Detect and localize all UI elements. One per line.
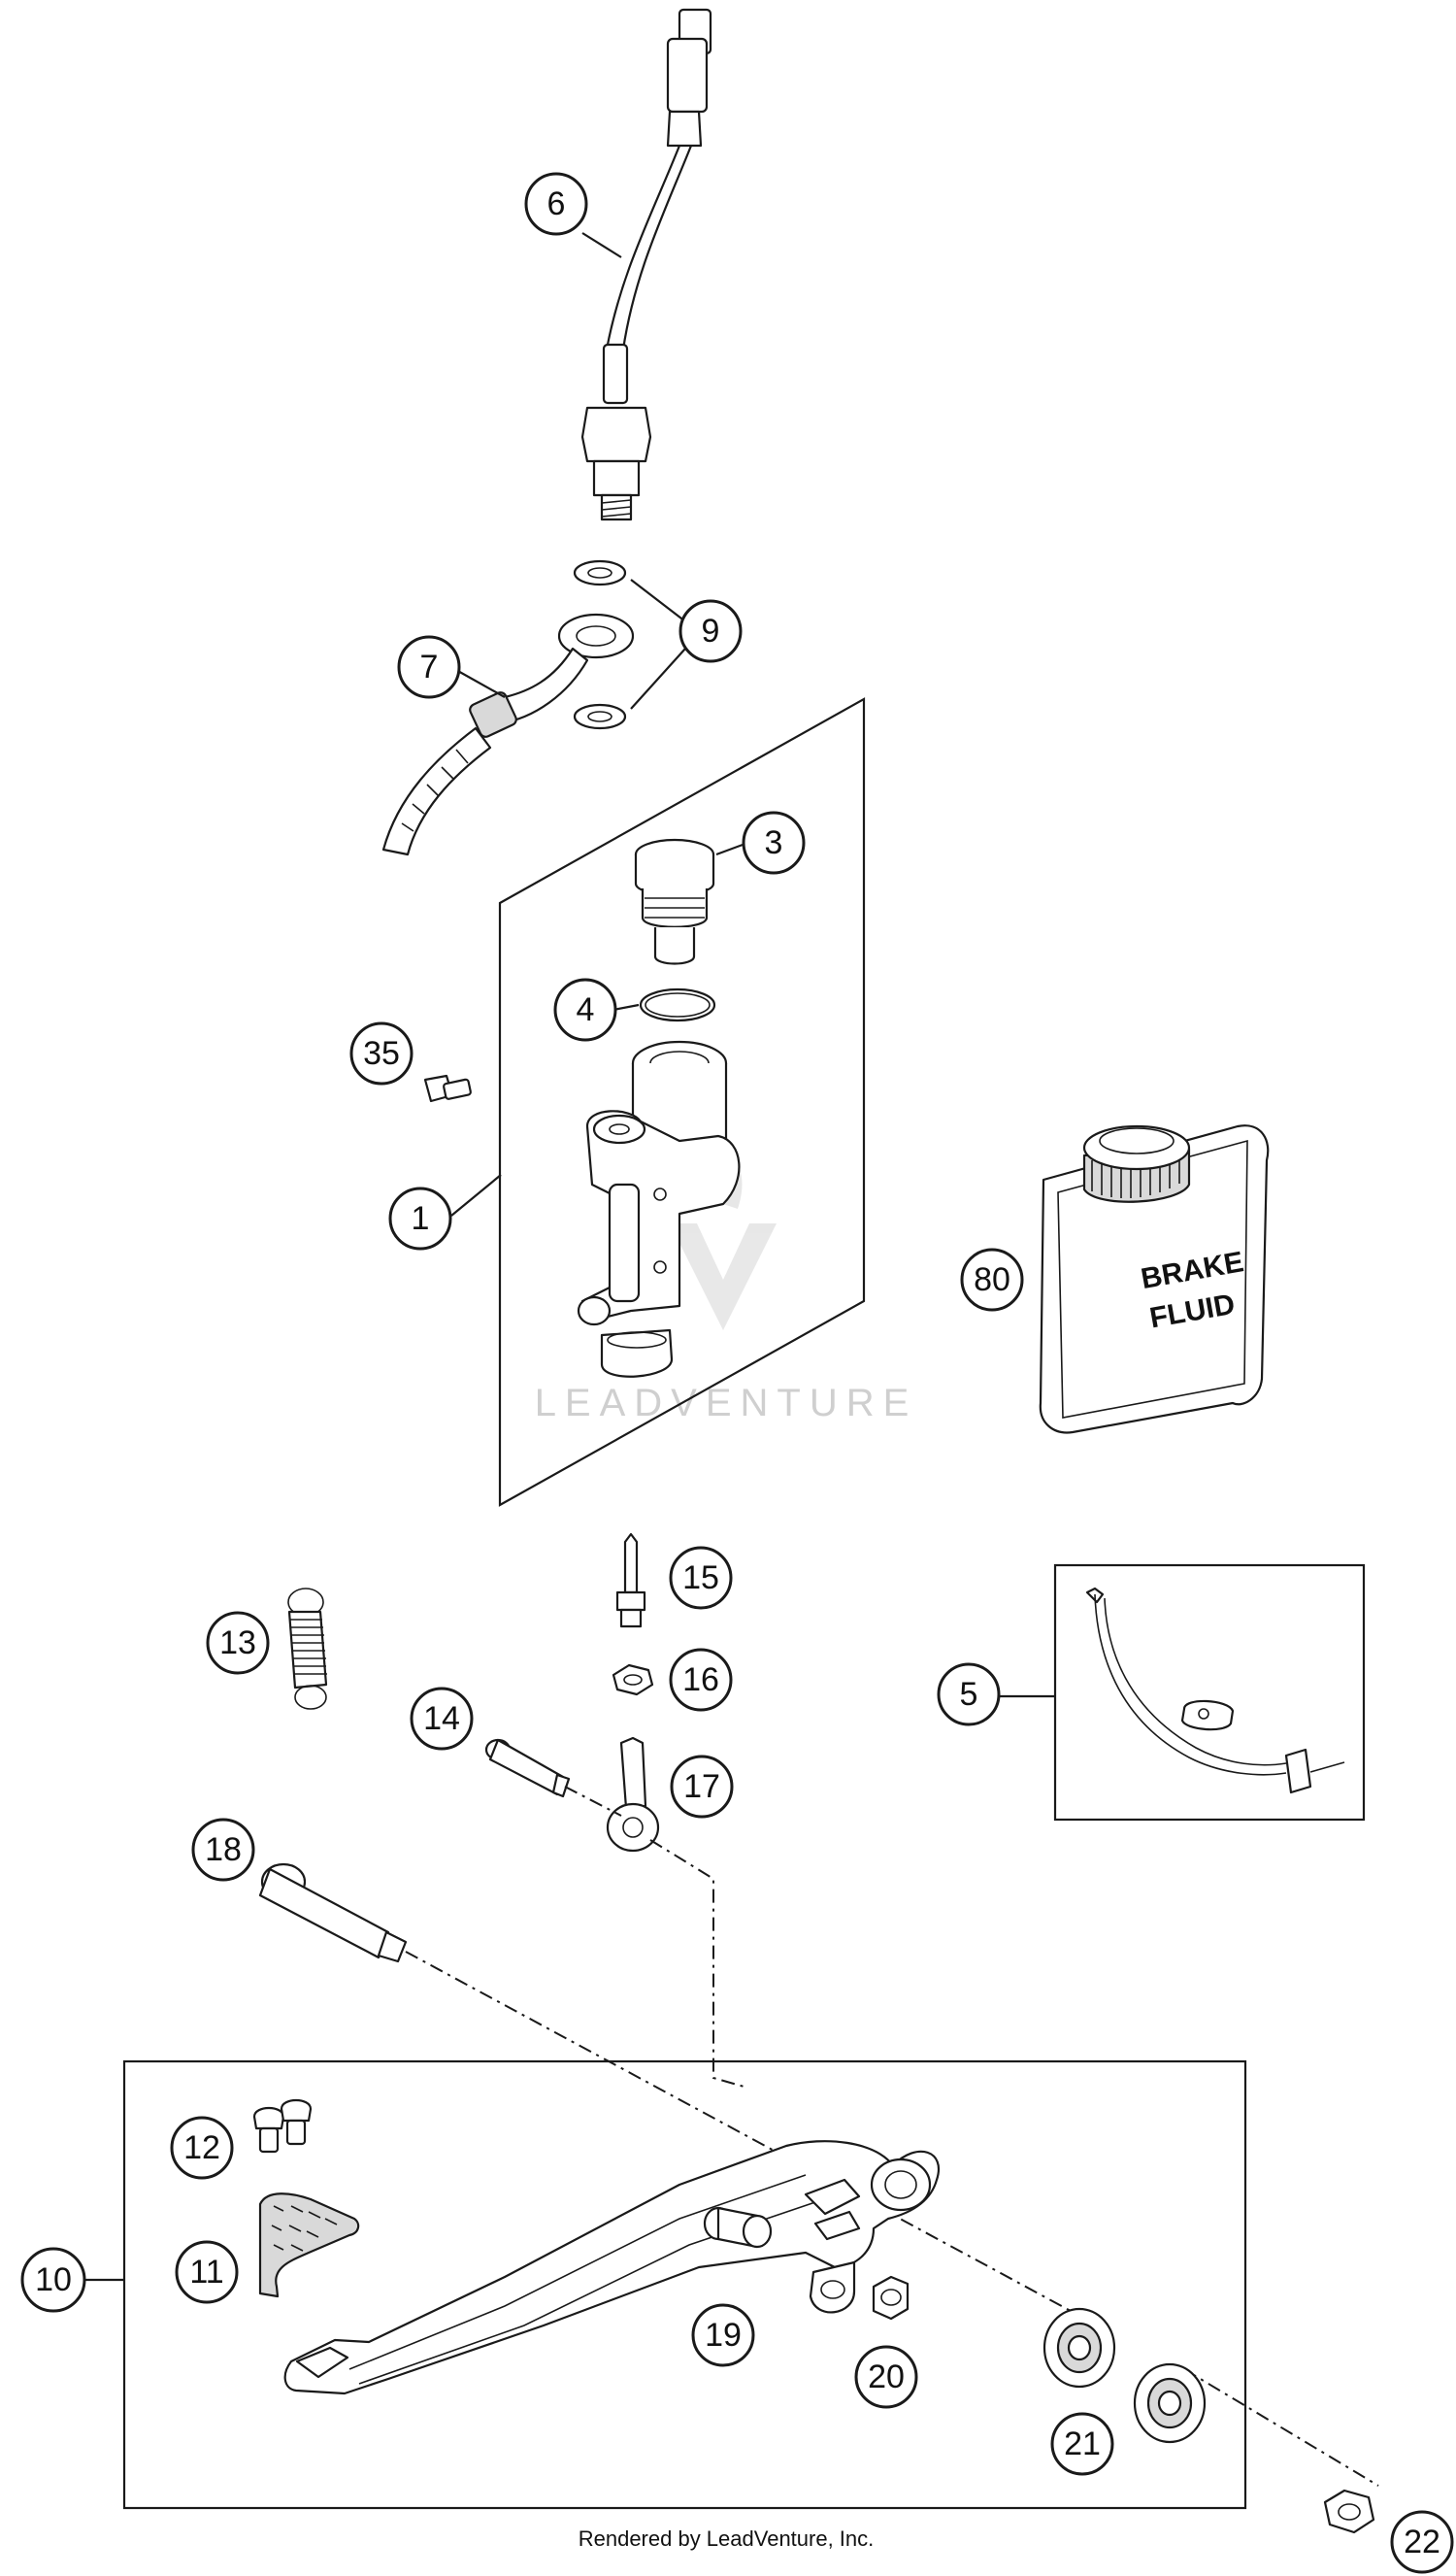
callout-16[interactable]: 16 [669,1648,733,1712]
callout-5[interactable]: 5 [937,1662,1001,1726]
callout-35[interactable]: 35 [349,1021,414,1086]
footer-credit: Rendered by LeadVenture, Inc. [579,2526,875,2551]
brake-light-switch-part [580,8,712,521]
callout-label-1: 1 [412,1200,430,1237]
callout-15[interactable]: 15 [669,1546,733,1610]
callout-14[interactable]: 14 [410,1687,474,1751]
brake-pedal-group-frame [122,2059,1247,2510]
reservoir-cap-part [634,838,715,965]
leader-9a [630,579,686,622]
callout-label-14: 14 [423,1700,460,1737]
master-cylinder-group-frame [498,697,866,1507]
cable-kit-part [1085,1587,1345,1794]
nut-16-part [612,1663,654,1696]
screws-12-part [252,2098,313,2154]
callout-label-6: 6 [547,185,566,222]
callout-label-15: 15 [682,1559,719,1596]
callout-10[interactable]: 10 [20,2247,86,2313]
leader-7 [455,669,506,698]
callout-label-9: 9 [702,613,720,650]
assembly-axis-main [405,1951,1108,2331]
callout-19[interactable]: 19 [691,2303,755,2367]
callout-label-17: 17 [683,1768,720,1805]
callout-9[interactable]: 9 [678,599,743,663]
callout-1[interactable]: 1 [388,1187,452,1251]
callout-label-12: 12 [183,2129,220,2166]
callout-label-22: 22 [1404,2524,1440,2560]
leader-9b [630,648,686,710]
callout-label-20: 20 [868,2359,905,2395]
clevis-17-part [606,1736,660,1853]
bearing-21a-part [1042,2307,1116,2389]
callout-label-18: 18 [205,1831,242,1868]
callout-label-11: 11 [189,2254,223,2291]
assembly-axis-nut [1183,2368,1379,2487]
washer-lower-part [573,703,627,730]
leader-6 [581,232,622,258]
screw-35-part [423,1074,472,1103]
master-cylinder-part [577,1040,741,1378]
callout-11[interactable]: 11 [175,2240,239,2304]
brake-hose-part [381,613,635,856]
o-ring-part [639,987,716,1022]
callout-20[interactable]: 20 [854,2345,918,2409]
pin-bolt-14-part [484,1738,571,1798]
pivot-pin-18-part [258,1862,408,1963]
callout-17[interactable]: 17 [670,1755,734,1819]
assembly-axis-pin [564,1786,622,1817]
callout-label-80: 80 [974,1261,1010,1298]
callout-label-21: 21 [1064,2425,1101,2462]
callout-22[interactable]: 22 [1390,2510,1454,2574]
assembly-axis-clevis [649,1839,748,2089]
callout-18[interactable]: 18 [191,1818,255,1882]
callout-label-3: 3 [765,824,783,861]
callout-label-35: 35 [363,1035,400,1072]
bearing-21b-part [1133,2362,1207,2444]
bushing-19-part [703,2206,773,2249]
callout-6[interactable]: 6 [524,172,588,236]
nut-22-part [1323,2489,1375,2534]
callout-80[interactable]: 80 [960,1248,1024,1312]
callout-label-13: 13 [219,1624,256,1661]
callout-label-10: 10 [35,2261,72,2298]
callout-13[interactable]: 13 [206,1611,270,1675]
o-ring-inner [645,992,711,1018]
leader-4 [612,1003,640,1012]
nut-20-part [872,2275,910,2321]
washer-upper-part [573,559,627,586]
callout-3[interactable]: 3 [742,811,806,875]
pedal-tip-11-part [258,2192,360,2298]
callout-label-19: 19 [705,2317,742,2354]
callout-label-7: 7 [420,649,439,686]
callout-4[interactable]: 4 [553,978,617,1042]
brake-pedal-part [283,2140,940,2395]
spring-13-part [287,1588,328,1710]
bolt-15-part [615,1532,646,1628]
brake-fluid-can-part [1039,1124,1270,1434]
callout-label-16: 16 [682,1661,719,1698]
watermark-text: LEADVENTURE [535,1382,918,1424]
cable-kit-frame [1053,1563,1366,1822]
callout-12[interactable]: 12 [170,2116,234,2180]
callout-21[interactable]: 21 [1050,2412,1114,2476]
callout-label-4: 4 [577,991,595,1028]
callout-7[interactable]: 7 [397,635,461,699]
leader-1 [450,1174,502,1217]
leader-3 [715,843,744,856]
callout-label-5: 5 [960,1676,978,1713]
